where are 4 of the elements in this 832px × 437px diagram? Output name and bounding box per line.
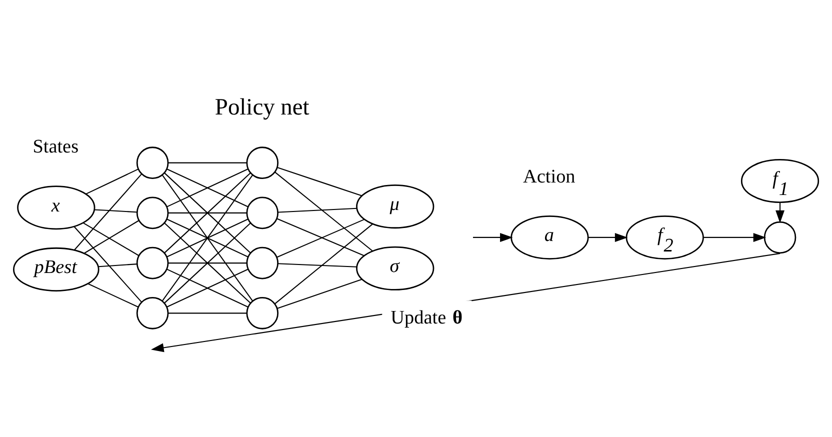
label: States: [32, 136, 79, 158]
edge-label: Update θ: [390, 306, 463, 328]
label: Policy net: [214, 94, 310, 120]
label: Action: [523, 166, 576, 187]
